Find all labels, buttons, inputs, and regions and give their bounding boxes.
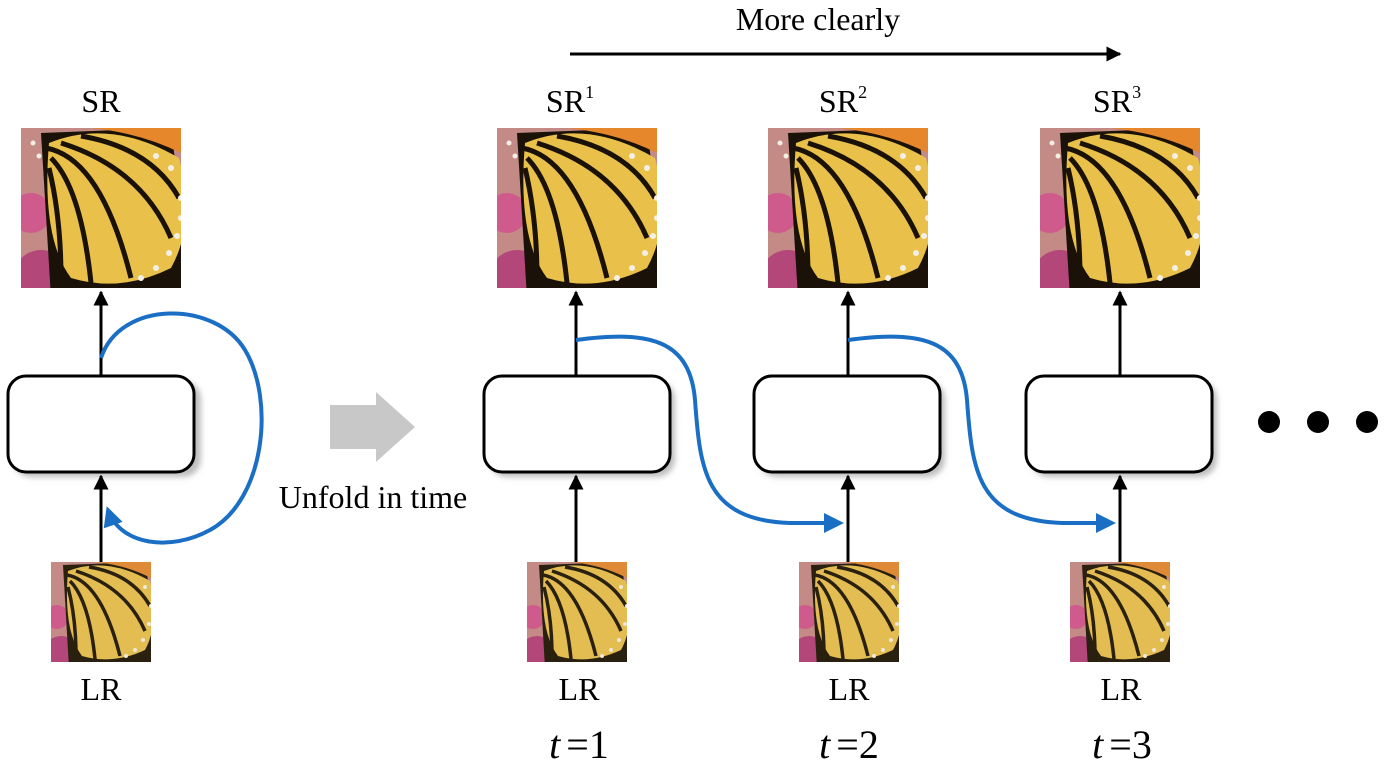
step-1-time-label: t=1	[549, 722, 609, 767]
left-model-box	[6, 374, 196, 474]
step-2-model-box	[752, 374, 942, 474]
more-clearly-label: More clearly	[736, 1, 900, 37]
step-3-time-label: t=3	[1092, 722, 1152, 767]
step-1-lr-label: LR	[559, 671, 601, 707]
left-lr-image	[51, 562, 151, 662]
hidden-state-arrow-2-3	[847, 334, 1116, 533]
step-3-lr-image	[1070, 562, 1170, 662]
step-3-lr-label: LR	[1101, 671, 1143, 707]
time-step-1: SR1 LR t=1	[482, 82, 675, 767]
left-sr-label: SR	[81, 83, 121, 119]
step-1-model-box	[482, 374, 672, 474]
recurrence-loop-arrow	[99, 311, 264, 545]
step-1-sr-label: SR1	[546, 82, 594, 119]
hidden-state-arrow-1-2	[575, 334, 844, 533]
folded-model: SR LR	[6, 83, 264, 707]
step-2-sr-image	[758, 128, 938, 308]
step-2-lr-image	[799, 562, 899, 662]
time-step-2: SR2 LR t=2	[752, 82, 945, 767]
unfold-label: Unfold in time	[279, 479, 467, 515]
step-3-sr-image	[1030, 128, 1210, 308]
ellipsis-dots	[1258, 411, 1378, 433]
step-3-sr-label: SR3	[1093, 82, 1141, 119]
step-2-sr-label: SR2	[819, 82, 867, 119]
step-1-lr-image	[527, 562, 627, 662]
step-2-time-label: t=2	[819, 722, 879, 767]
left-lr-label: LR	[81, 671, 123, 707]
unfold-arrow	[330, 392, 415, 462]
left-sr-image	[11, 128, 191, 308]
step-1-sr-image	[487, 128, 667, 308]
time-step-3: SR3 LR t=3	[1024, 82, 1217, 767]
step-2-lr-label: LR	[829, 671, 871, 707]
step-3-model-box	[1024, 374, 1214, 474]
